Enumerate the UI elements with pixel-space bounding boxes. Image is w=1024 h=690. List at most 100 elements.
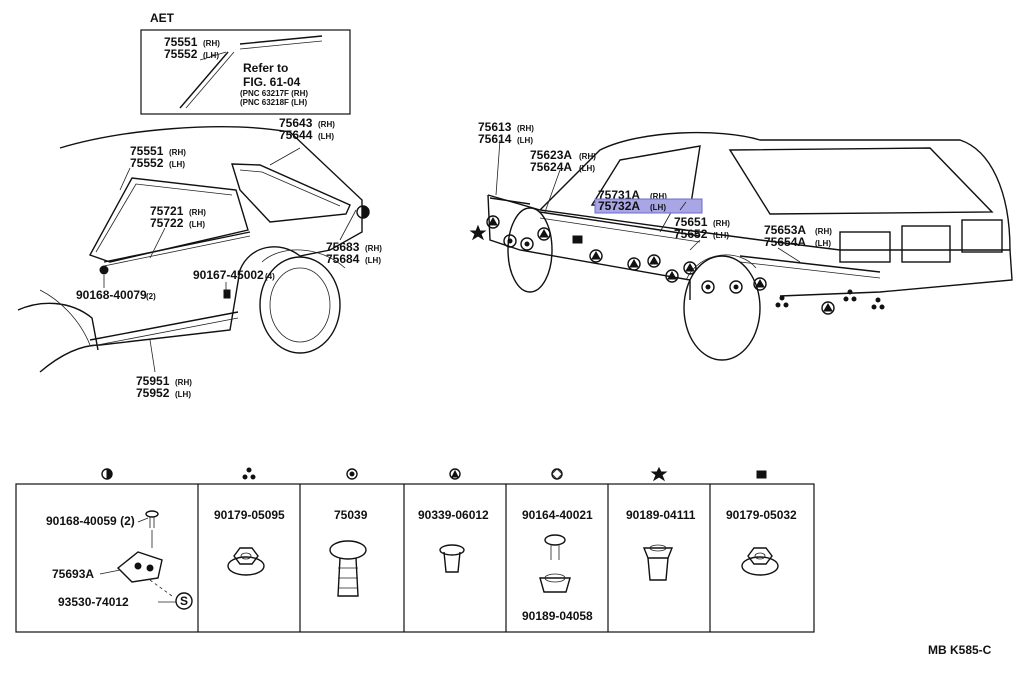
diamond-circle-icon <box>551 468 563 480</box>
rear-moulding <box>739 255 881 273</box>
clip-icon <box>99 265 109 275</box>
quarter-clip-icon <box>362 205 370 219</box>
leader-line <box>689 239 701 251</box>
part-number: 75614 <box>478 132 512 146</box>
part-number: 75644 <box>279 128 313 142</box>
clip-icon <box>642 544 674 581</box>
table-part-number: 90189-04058 <box>522 609 593 623</box>
inset-moulding-strip <box>185 51 235 109</box>
part-side: (RH) <box>815 227 832 236</box>
part-side: (LH) <box>517 136 533 145</box>
leader-line <box>119 167 131 191</box>
side-moulding <box>539 211 701 237</box>
license-plate <box>901 225 951 263</box>
part-side: (RH) <box>318 120 335 129</box>
inset-moulding-strip <box>179 51 229 109</box>
part-side: (LH) <box>579 164 595 173</box>
left-car-view: 75643 (RH) 75644 (LH) 75551 (RH) 75552 (… <box>17 116 382 400</box>
tail-light-left <box>839 231 891 263</box>
part-number: 75651 <box>674 215 708 229</box>
table-part-number: 93530-74012 <box>58 595 129 609</box>
part-number: 75951 <box>136 374 170 388</box>
inset-frame <box>140 29 351 115</box>
circled-letter: S <box>180 594 188 608</box>
leader-line <box>199 51 227 61</box>
part-side: (LH) <box>175 390 191 399</box>
leader-line <box>679 201 687 211</box>
flange-nut-icon <box>227 547 265 576</box>
grid-icon <box>756 470 767 479</box>
inset-part-number: 75551 <box>164 35 198 49</box>
side-moulding <box>539 217 701 243</box>
inset-aet: AET 75551 (RH) 75552 (LH) Refer to FIG. … <box>140 11 351 115</box>
part-side: (RH) <box>189 208 206 217</box>
star-icon <box>650 466 668 482</box>
rear-wheel-inner <box>269 267 331 343</box>
table-part-number: 75039 <box>334 508 368 522</box>
rocker-moulding <box>91 317 239 347</box>
table-part-number: 90168-40059 (2) <box>46 514 135 528</box>
inset-moulding-strip <box>239 40 323 50</box>
part-side: (LH) <box>815 239 831 248</box>
front-moulding <box>489 197 531 205</box>
part-number: 75654A <box>764 235 806 249</box>
rear-window <box>728 147 994 215</box>
part-number: 75721 <box>150 204 184 218</box>
part-side: (RH) <box>517 124 534 133</box>
car-body-side <box>487 194 1013 297</box>
highlighted-part-number: 75732A <box>598 199 640 213</box>
grommet-icon <box>439 544 465 573</box>
part-side: (LH) <box>189 220 205 229</box>
inset-part-number: 75552 <box>164 47 198 61</box>
screw-washer-icon <box>544 534 566 560</box>
triangle-circle-icon <box>449 468 461 480</box>
part-side: (RH) <box>175 378 192 387</box>
inset-part-side: (RH) <box>203 39 220 48</box>
rear-wheel <box>683 255 761 361</box>
part-number: 75643 <box>279 116 313 130</box>
table-frame <box>15 483 815 633</box>
inset-pnc-rh: (PNC 63217F (RH) <box>240 89 308 98</box>
part-number: 75624A <box>530 160 572 174</box>
part-side: (LH) <box>713 231 729 240</box>
table-part-number: 90164-40021 <box>522 508 593 522</box>
part-side: (RH) <box>365 244 382 253</box>
front-fender-line <box>39 289 91 346</box>
part-side: (LH) <box>318 132 334 141</box>
table-part-number: 90179-05095 <box>214 508 285 522</box>
inset-title: AET <box>150 11 175 25</box>
part-number: 75653A <box>764 223 806 237</box>
push-clip-icon <box>329 540 367 597</box>
part-number: 90167-45002 <box>193 268 264 282</box>
leader-line <box>149 579 173 597</box>
inset-moulding-strip <box>239 35 323 45</box>
leader-line <box>339 209 357 241</box>
highlighted-part-box[interactable] <box>594 198 703 214</box>
part-side: (4) <box>265 272 275 281</box>
part-side: (LH) <box>365 256 381 265</box>
part-number: 90168-40079 <box>76 288 147 302</box>
circled-letter-icon <box>175 592 193 610</box>
leader-line <box>777 247 801 263</box>
highlighted-part-side: (LH) <box>650 203 666 212</box>
grid-nut-icon <box>572 235 583 244</box>
leader-line <box>149 339 156 373</box>
rear-wheel <box>259 256 341 354</box>
ring-icon <box>346 468 358 480</box>
three-dots-nut-icon <box>775 289 885 310</box>
diagram-code: MB K585-C <box>928 643 992 657</box>
fastener-table: 90168-40059 (2) 75693A 93530-74012 S 901… <box>15 466 815 633</box>
inset-pnc-lh: (PNC 63218F (LH) <box>240 98 307 107</box>
inset-refer-figure: FIG. 61-04 <box>243 75 301 89</box>
inset-part-side: (LH) <box>203 51 219 60</box>
half-circle-icon <box>101 468 113 480</box>
table-part-number: 90179-05032 <box>726 508 797 522</box>
car-roof-outline <box>539 131 1011 251</box>
tail-light-right <box>961 219 1003 253</box>
front-wheel <box>507 207 553 293</box>
rocker-moulding <box>89 311 239 341</box>
ring-clip-icon <box>503 234 743 294</box>
part-side: (RH) <box>169 148 186 157</box>
table-part-number: 75693A <box>52 567 94 581</box>
